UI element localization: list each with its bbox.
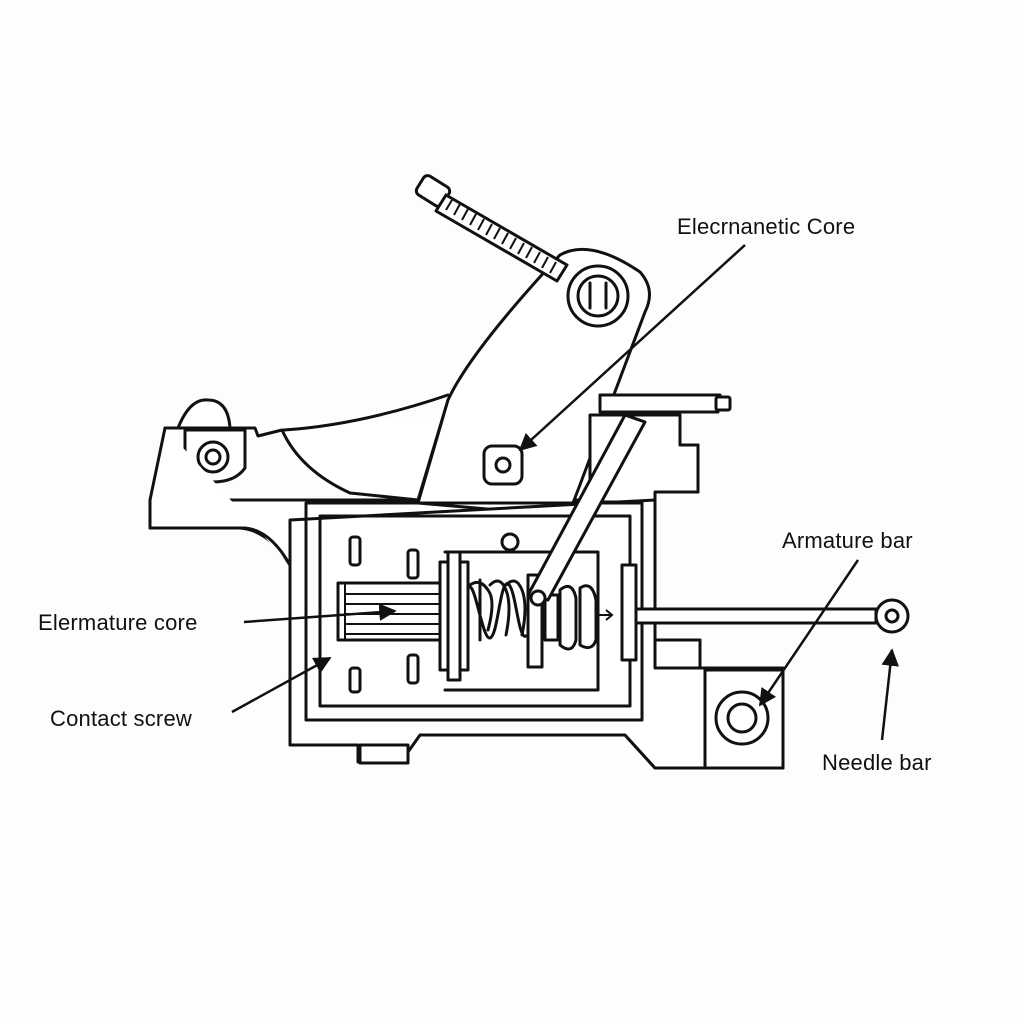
needle-bar — [634, 598, 910, 634]
label-elermature-core: Elermature core — [38, 610, 198, 635]
leader-electromagnetic-core — [518, 244, 746, 452]
label-needle-bar: Needle bar — [822, 750, 932, 775]
leader-contact-screw — [231, 656, 332, 714]
armature-arm — [526, 413, 647, 607]
leader-lines — [231, 244, 899, 741]
leader-elermature-core — [243, 603, 397, 624]
label-contact-screw: Contact screw — [50, 706, 192, 731]
label-armature-bar: Armature bar — [782, 528, 913, 553]
label-electromagnetic-core: Elecrnanetic Core — [677, 214, 856, 239]
leader-armature-bar — [758, 559, 860, 707]
tube-screw — [414, 174, 569, 283]
leader-needle-bar — [880, 648, 899, 741]
